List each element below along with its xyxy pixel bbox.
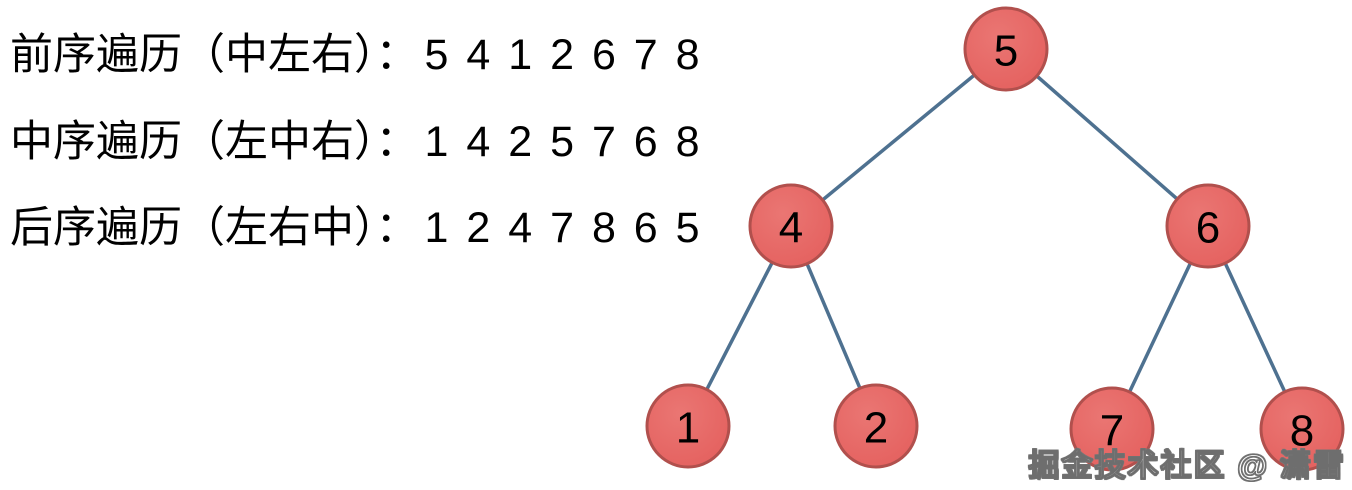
tree-node-1: 1 <box>645 383 731 469</box>
traversal-label-inorder: 中序遍历（左中右）： <box>10 118 419 166</box>
traversal-label-postorder: 后序遍历（左右中）： <box>10 204 419 252</box>
tree-node-label-6: 6 <box>1196 204 1220 253</box>
traversal-line-inorder: 中序遍历（左中右）：1 4 2 5 7 6 8 <box>10 118 703 166</box>
tree-node-circle-2 <box>833 383 919 469</box>
tree-node-circle-6 <box>1165 183 1251 269</box>
tree-node-circle-1 <box>645 383 731 469</box>
tree-node-circle-7 <box>1069 386 1155 472</box>
tree-node-circle-4 <box>748 183 834 269</box>
traversal-sequence-postorder: 1 2 4 7 8 6 5 <box>424 204 703 252</box>
traversal-line-postorder: 后序遍历（左右中）：1 2 4 7 8 6 5 <box>10 204 703 252</box>
tree-node-label-5: 5 <box>994 27 1018 76</box>
tree-node-7: 7 <box>1069 386 1155 472</box>
tree-node-6: 6 <box>1165 183 1251 269</box>
tree-edge-5-6 <box>1004 47 1210 228</box>
tree-node-circle-5 <box>963 6 1049 92</box>
tree-node-label-1: 1 <box>676 404 700 453</box>
tree-edge-5-4 <box>789 47 1008 228</box>
tree-node-8: 8 <box>1259 386 1345 472</box>
traversal-sequence-preorder: 5 4 1 2 6 7 8 <box>424 31 703 79</box>
tree-node-label-2: 2 <box>864 404 888 453</box>
traversal-line-preorder: 前序遍历（中左右）：5 4 1 2 6 7 8 <box>10 31 703 79</box>
tree-node-5: 5 <box>963 6 1049 92</box>
tree-node-4: 4 <box>748 183 834 269</box>
watermark: 掘金技术社区 @ 潇雷 <box>1028 447 1346 483</box>
tree-node-label-8: 8 <box>1290 407 1314 456</box>
tree-node-circle-8 <box>1259 386 1345 472</box>
tree-node-label-4: 4 <box>779 204 803 253</box>
tree-node-label-7: 7 <box>1100 407 1124 456</box>
tree-node-2: 2 <box>833 383 919 469</box>
traversal-label-preorder: 前序遍历（中左右）： <box>10 31 419 79</box>
traversal-sequence-inorder: 1 4 2 5 7 6 8 <box>424 118 703 166</box>
